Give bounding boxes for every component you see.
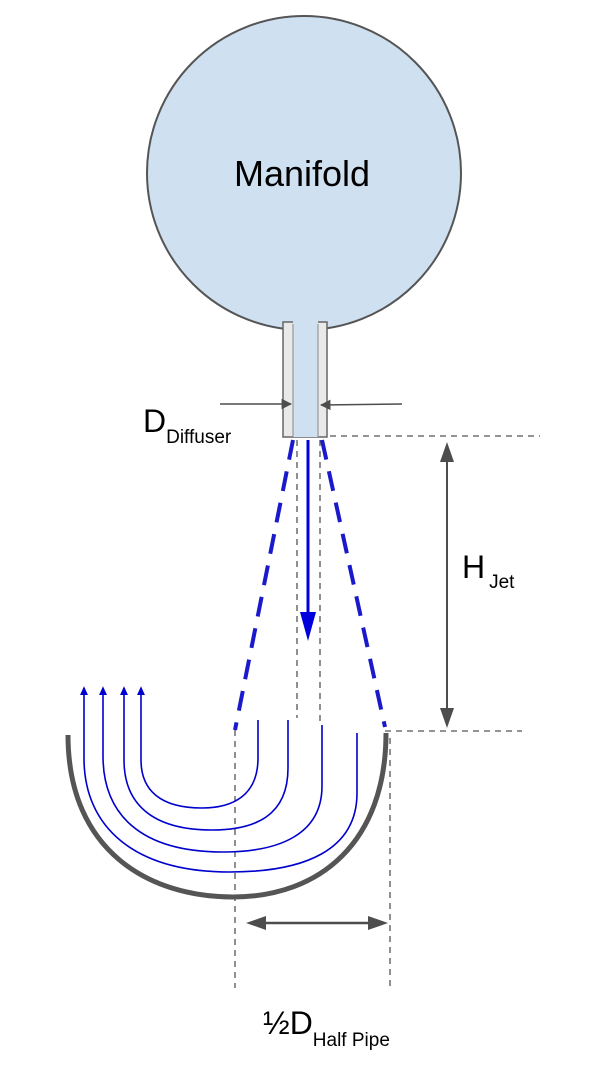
flow-line-2: [120, 686, 289, 831]
half-pipe-dimension: [246, 916, 388, 930]
flow-line-3: [99, 686, 323, 853]
diffuser-symbol: D: [143, 403, 166, 439]
diffuser-subscript: Diffuser: [166, 427, 232, 448]
half-pipe-wall: [65, 732, 389, 900]
jet-arrow: [300, 440, 316, 641]
flow-line-4: [80, 686, 358, 873]
half-pipe-label: ½DHalf Pipe: [263, 1005, 390, 1051]
jet-subscript: Jet: [489, 572, 515, 593]
manifold-label: Manifold: [234, 153, 370, 194]
jet-symbol: H: [462, 549, 485, 585]
half-pipe-symbol: ½D: [263, 1005, 313, 1041]
flow-line-1: [137, 686, 259, 809]
spray-cone: [233, 439, 387, 731]
jet-height-dimension: [440, 442, 454, 728]
diffuser-diameter-dimension: [220, 398, 403, 411]
half-pipe-subscript: Half Pipe: [313, 1030, 390, 1051]
diffuser-pipe: [282, 318, 328, 438]
guide-lines: [234, 435, 540, 988]
diffuser-diameter-label: DDiffuser: [143, 403, 232, 448]
flow-lines: [80, 686, 358, 873]
